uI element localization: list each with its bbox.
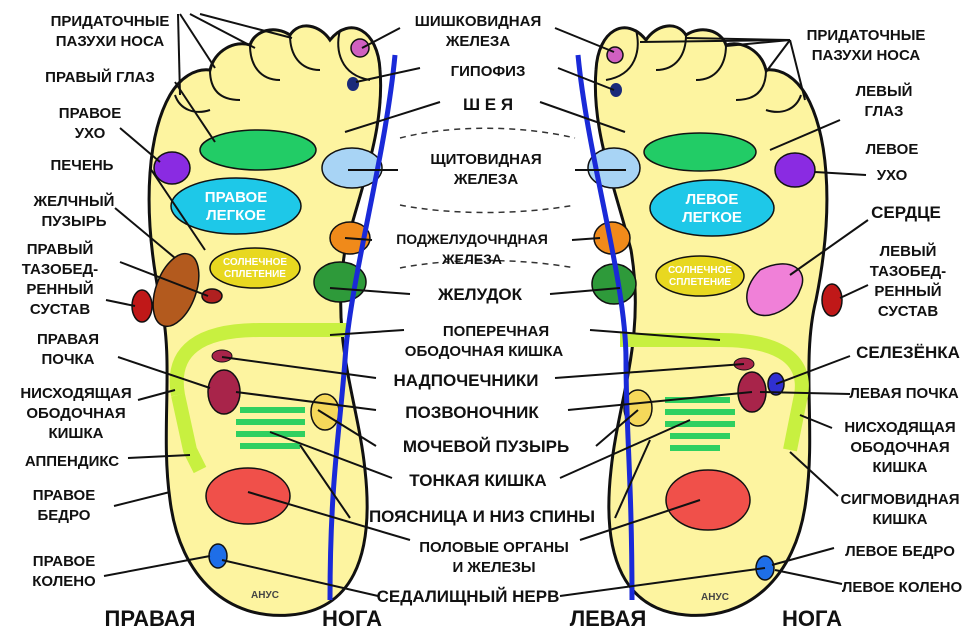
- label-sinus-r-1: ПРИДАТОЧНЫЕ: [51, 13, 170, 30]
- label-desc-r-3: КИШКА: [873, 459, 928, 476]
- label-neck: Ш Е Я: [463, 95, 513, 114]
- label-lhip-3: РЕННЫЙ: [874, 282, 941, 300]
- right-lung-text-2: ЛЕГКОЕ: [206, 207, 266, 224]
- label-thyroid-2: ЖЕЛЕЗА: [453, 171, 518, 188]
- label-rkidney-2: ПОЧКА: [42, 351, 95, 368]
- label-lhip-1: ЛЕВЫЙ: [880, 242, 937, 260]
- label-gall-1: ЖЕЛЧНЫЙ: [33, 192, 115, 210]
- label-genitals-1: ПОЛОВЫЕ ОРГАНЫ: [419, 539, 569, 556]
- right-anus-text: АНУС: [251, 590, 279, 601]
- label-right-ear-1: ПРАВОЕ: [59, 105, 121, 122]
- label-appendix: АППЕНДИКС: [25, 453, 119, 470]
- label-sigmoid-1: СИГМОВИДНАЯ: [840, 491, 959, 508]
- label-left-eye-1: ЛЕВЫЙ: [856, 82, 913, 100]
- label-right-ear-2: УХО: [75, 125, 106, 142]
- caption-left-word: ЛЕВАЯ: [570, 606, 647, 631]
- label-desc-l-2: ОБОДОЧНАЯ: [26, 405, 125, 422]
- label-spleen: СЕЛЕЗЁНКА: [856, 343, 960, 362]
- label-rthigh-1: ПРАВОЕ: [33, 487, 95, 504]
- right-solar-text-1: СОЛНЕЧНОЕ: [223, 257, 287, 268]
- label-right-eye: ПРАВЫЙ ГЛАЗ: [45, 68, 155, 86]
- label-left-eye-2: ГЛАЗ: [865, 103, 904, 120]
- label-pancreas-2: ЖЕЛЕЗА: [441, 251, 502, 267]
- label-rhip-1: ПРАВЫЙ: [27, 240, 94, 258]
- label-transverse-1: ПОПЕРЕЧНАЯ: [443, 323, 549, 340]
- label-lhip-2: ТАЗОБЕД-: [870, 263, 946, 280]
- label-rknee-2: КОЛЕНО: [32, 573, 96, 590]
- label-desc-l-3: КИШКА: [49, 425, 104, 442]
- label-rthigh-2: БЕДРО: [38, 507, 91, 524]
- left-lung-text-1: ЛЕВОЕ: [686, 191, 739, 208]
- caption-right-word: ПРАВАЯ: [105, 606, 196, 631]
- label-desc-l-1: НИСХОДЯЩАЯ: [20, 385, 131, 402]
- label-desc-r-1: НИСХОДЯЩАЯ: [844, 419, 955, 436]
- label-desc-r-2: ОБОДОЧНАЯ: [850, 439, 949, 456]
- center-labels: ШИШКОВИДНАЯ ЖЕЛЕЗА ГИПОФИЗ Ш Е Я ЩИТОВИД…: [369, 13, 595, 606]
- label-liver: ПЕЧЕНЬ: [51, 157, 114, 174]
- label-gall-2: ПУЗЫРЬ: [42, 213, 107, 230]
- right-lung-text-1: ПРАВОЕ: [205, 189, 267, 206]
- label-left-kidney: ЛЕВАЯ ПОЧКА: [849, 385, 959, 402]
- label-rknee-1: ПРАВОЕ: [33, 553, 95, 570]
- label-lhip-4: СУСТАВ: [878, 303, 938, 320]
- label-left-thigh: ЛЕВОЕ БЕДРО: [845, 543, 955, 560]
- label-small-int: ТОНКАЯ КИШКА: [409, 471, 546, 490]
- label-rkidney-1: ПРАВАЯ: [37, 331, 99, 348]
- label-pituitary: ГИПОФИЗ: [451, 63, 526, 80]
- right-solar-text-2: СПЛЕТЕНИЕ: [224, 269, 286, 280]
- left-solar-text-1: СОЛНЕЧНОЕ: [668, 265, 732, 276]
- label-heart: СЕРДЦЕ: [871, 203, 941, 222]
- label-pancreas-1: ПОДЖЕЛУДОЧНДНАЯ: [396, 231, 548, 247]
- label-spine: ПОЗВОНОЧНИК: [405, 403, 539, 422]
- label-sciatic: СЕДАЛИЩНЫЙ НЕРВ: [377, 587, 560, 606]
- label-sigmoid-2: КИШКА: [873, 511, 928, 528]
- label-rhip-2: ТАЗОБЕД-: [22, 261, 98, 278]
- right-eye-zone: [200, 130, 316, 170]
- label-stomach: ЖЕЛУДОК: [437, 285, 523, 304]
- label-left-ear-2: УХО: [877, 167, 908, 184]
- label-sinus-r-2: ПАЗУХИ НОСА: [56, 33, 165, 50]
- label-pineal-2: ЖЕЛЕЗА: [445, 33, 510, 50]
- label-transverse-2: ОБОДОЧНАЯ КИШКА: [405, 343, 564, 360]
- label-rhip-4: СУСТАВ: [30, 301, 90, 318]
- neck-dashes: [400, 128, 575, 268]
- label-genitals-2: И ЖЕЛЕЗЫ: [452, 559, 535, 576]
- caption-left-leg: НОГА: [782, 606, 842, 631]
- label-sinus-l-2: ПАЗУХИ НОСА: [812, 47, 921, 64]
- label-lumbar: ПОЯСНИЦА И НИЗ СПИНЫ: [369, 507, 595, 526]
- left-lung-text-2: ЛЕГКОЕ: [682, 209, 742, 226]
- left-solar-text-2: СПЛЕТЕНИЕ: [669, 277, 731, 288]
- label-sinus-l-1: ПРИДАТОЧНЫЕ: [807, 27, 926, 44]
- right-foot: ПРАВОЕ ЛЕГКОЕ СОЛНЕЧНОЕ СПЛЕТЕНИЕ АНУС: [132, 26, 395, 615]
- caption-right-leg: НОГА: [322, 606, 382, 631]
- left-anus-text: АНУС: [701, 592, 729, 603]
- label-pineal-1: ШИШКОВИДНАЯ: [415, 13, 542, 30]
- label-adrenals: НАДПОЧЕЧНИКИ: [393, 371, 538, 390]
- label-left-ear-1: ЛЕВОЕ: [866, 141, 919, 158]
- label-rhip-3: РЕННЫЙ: [26, 280, 93, 298]
- label-left-knee: ЛЕВОЕ КОЛЕНО: [842, 579, 963, 596]
- right-lung-zone: [171, 178, 301, 234]
- label-bladder: МОЧЕВОЙ ПУЗЫРЬ: [403, 437, 569, 456]
- label-thyroid-1: ЩИТОВИДНАЯ: [430, 151, 541, 168]
